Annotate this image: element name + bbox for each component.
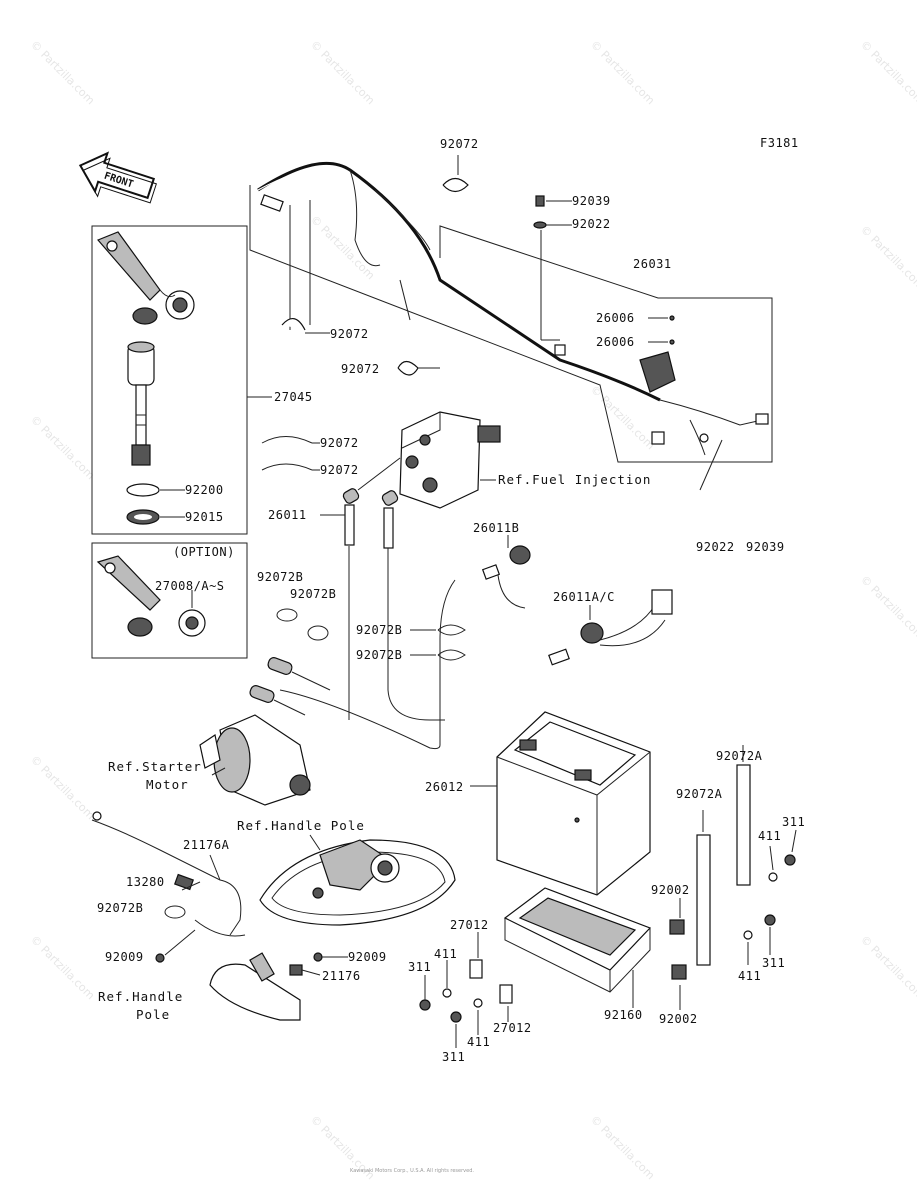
ref-handle-pole: Pole: [136, 1007, 170, 1022]
label-92072B: 92072B: [97, 901, 143, 915]
clamps-92072B: [276, 608, 466, 661]
label-411: 411: [738, 969, 761, 983]
wiring-harness: [249, 161, 773, 491]
ref-handle-pole: Ref.Handle: [98, 989, 183, 1004]
label-92022: 92022: [572, 217, 611, 231]
watermark: © Partzilla.com: [588, 1113, 657, 1182]
watermark: © Partzilla.com: [588, 38, 657, 107]
label-92022: 92022: [696, 540, 735, 554]
label-92009: 92009: [348, 950, 387, 964]
label-311: 311: [442, 1050, 465, 1064]
label-27012: 27012: [493, 1021, 532, 1035]
label-26031: 26031: [633, 257, 672, 271]
ref-handle-pole: Ref.Handle Pole: [237, 818, 365, 833]
watermark: © Partzilla.com: [858, 933, 917, 1002]
label-92015: 92015: [185, 510, 224, 524]
label-92009: 92009: [105, 950, 144, 964]
sensor-26011AC: [548, 589, 673, 666]
figure-id: F3181: [760, 136, 799, 150]
label-92002: 92002: [659, 1012, 698, 1026]
label-26011: 26011: [268, 508, 307, 522]
label-21176A: 21176A: [183, 838, 230, 852]
label-13280: 13280: [126, 875, 165, 889]
label-92072: 92072: [341, 362, 380, 376]
part-labels: 92072 92039 92022 26031 26006 26006 9207…: [97, 137, 805, 1064]
battery-case-92160: [503, 887, 652, 1008]
label-92072: 92072: [440, 137, 479, 151]
label-92072: 92072: [330, 327, 369, 341]
watermark: © Partzilla.com: [308, 38, 377, 107]
watermark: © Partzilla.com: [28, 413, 97, 482]
handle-pole-assembly: [91, 811, 456, 1021]
label-92072A: 92072A: [716, 749, 763, 763]
label-27012: 27012: [450, 918, 489, 932]
fuel-injection-ecu: [399, 411, 501, 509]
starter-motor: [199, 657, 331, 806]
sensor-26011B: [481, 535, 531, 609]
label-21176: 21176: [322, 969, 361, 983]
watermark: © Partzilla.com: [858, 38, 917, 107]
battery-26012: [470, 711, 651, 896]
option-switch-group: (OPTION): [91, 542, 248, 659]
watermark: © Partzilla.com: [28, 933, 97, 1002]
label-92160: 92160: [604, 1008, 643, 1022]
label-411: 411: [467, 1035, 490, 1049]
battery-terminals: [419, 932, 513, 1048]
label-26011AC: 26011A/C: [553, 590, 615, 604]
label-92072B: 92072B: [356, 623, 402, 637]
label-92072B: 92072B: [290, 587, 336, 601]
label-92072: 92072: [320, 463, 359, 477]
label-311: 311: [782, 815, 805, 829]
label-92072: 92072: [320, 436, 359, 450]
label-411: 411: [758, 829, 781, 843]
watermark: © Partzilla.com: [308, 213, 377, 282]
label-26012: 26012: [425, 780, 464, 794]
label-92072A: 92072A: [676, 787, 723, 801]
label-27008: 27008/A~S: [155, 579, 225, 593]
watermark: © Partzilla.com: [28, 753, 97, 822]
label-92200: 92200: [185, 483, 224, 497]
bolts-top: [533, 195, 675, 345]
ignition-coils-26011: [279, 457, 456, 750]
option-label: (OPTION): [173, 545, 235, 559]
label-27045: 27045: [274, 390, 313, 404]
battery-straps-92072A: [669, 745, 797, 1010]
label-26006: 26006: [596, 311, 635, 325]
label-411: 411: [434, 947, 457, 961]
copyright-text: Kawasaki Motors Corp., U.S.A. All rights…: [350, 1168, 474, 1174]
watermark: © Partzilla.com: [858, 573, 917, 642]
label-311: 311: [762, 956, 785, 970]
ref-starter-motor: Ref.Starter: [108, 759, 202, 774]
ref-fuel-injection: Ref.Fuel Injection: [498, 472, 651, 487]
label-92039: 92039: [572, 194, 611, 208]
watermark: © Partzilla.com: [858, 223, 917, 292]
label-26006: 26006: [596, 335, 635, 349]
front-arrow-icon: FRONT: [78, 151, 157, 204]
label-92072B: 92072B: [257, 570, 303, 584]
ref-starter-motor: Motor: [146, 777, 189, 792]
label-92039: 92039: [746, 540, 785, 554]
label-92002: 92002: [651, 883, 690, 897]
reference-labels: Ref.Fuel Injection Ref.Starter Motor Ref…: [98, 472, 651, 1022]
label-92072B: 92072B: [356, 648, 402, 662]
clamps-92072: [261, 155, 469, 471]
watermark: © Partzilla.com: [28, 38, 97, 107]
ignition-switch-group: [91, 225, 272, 535]
label-311: 311: [408, 960, 431, 974]
label-26011B: 26011B: [473, 521, 519, 535]
